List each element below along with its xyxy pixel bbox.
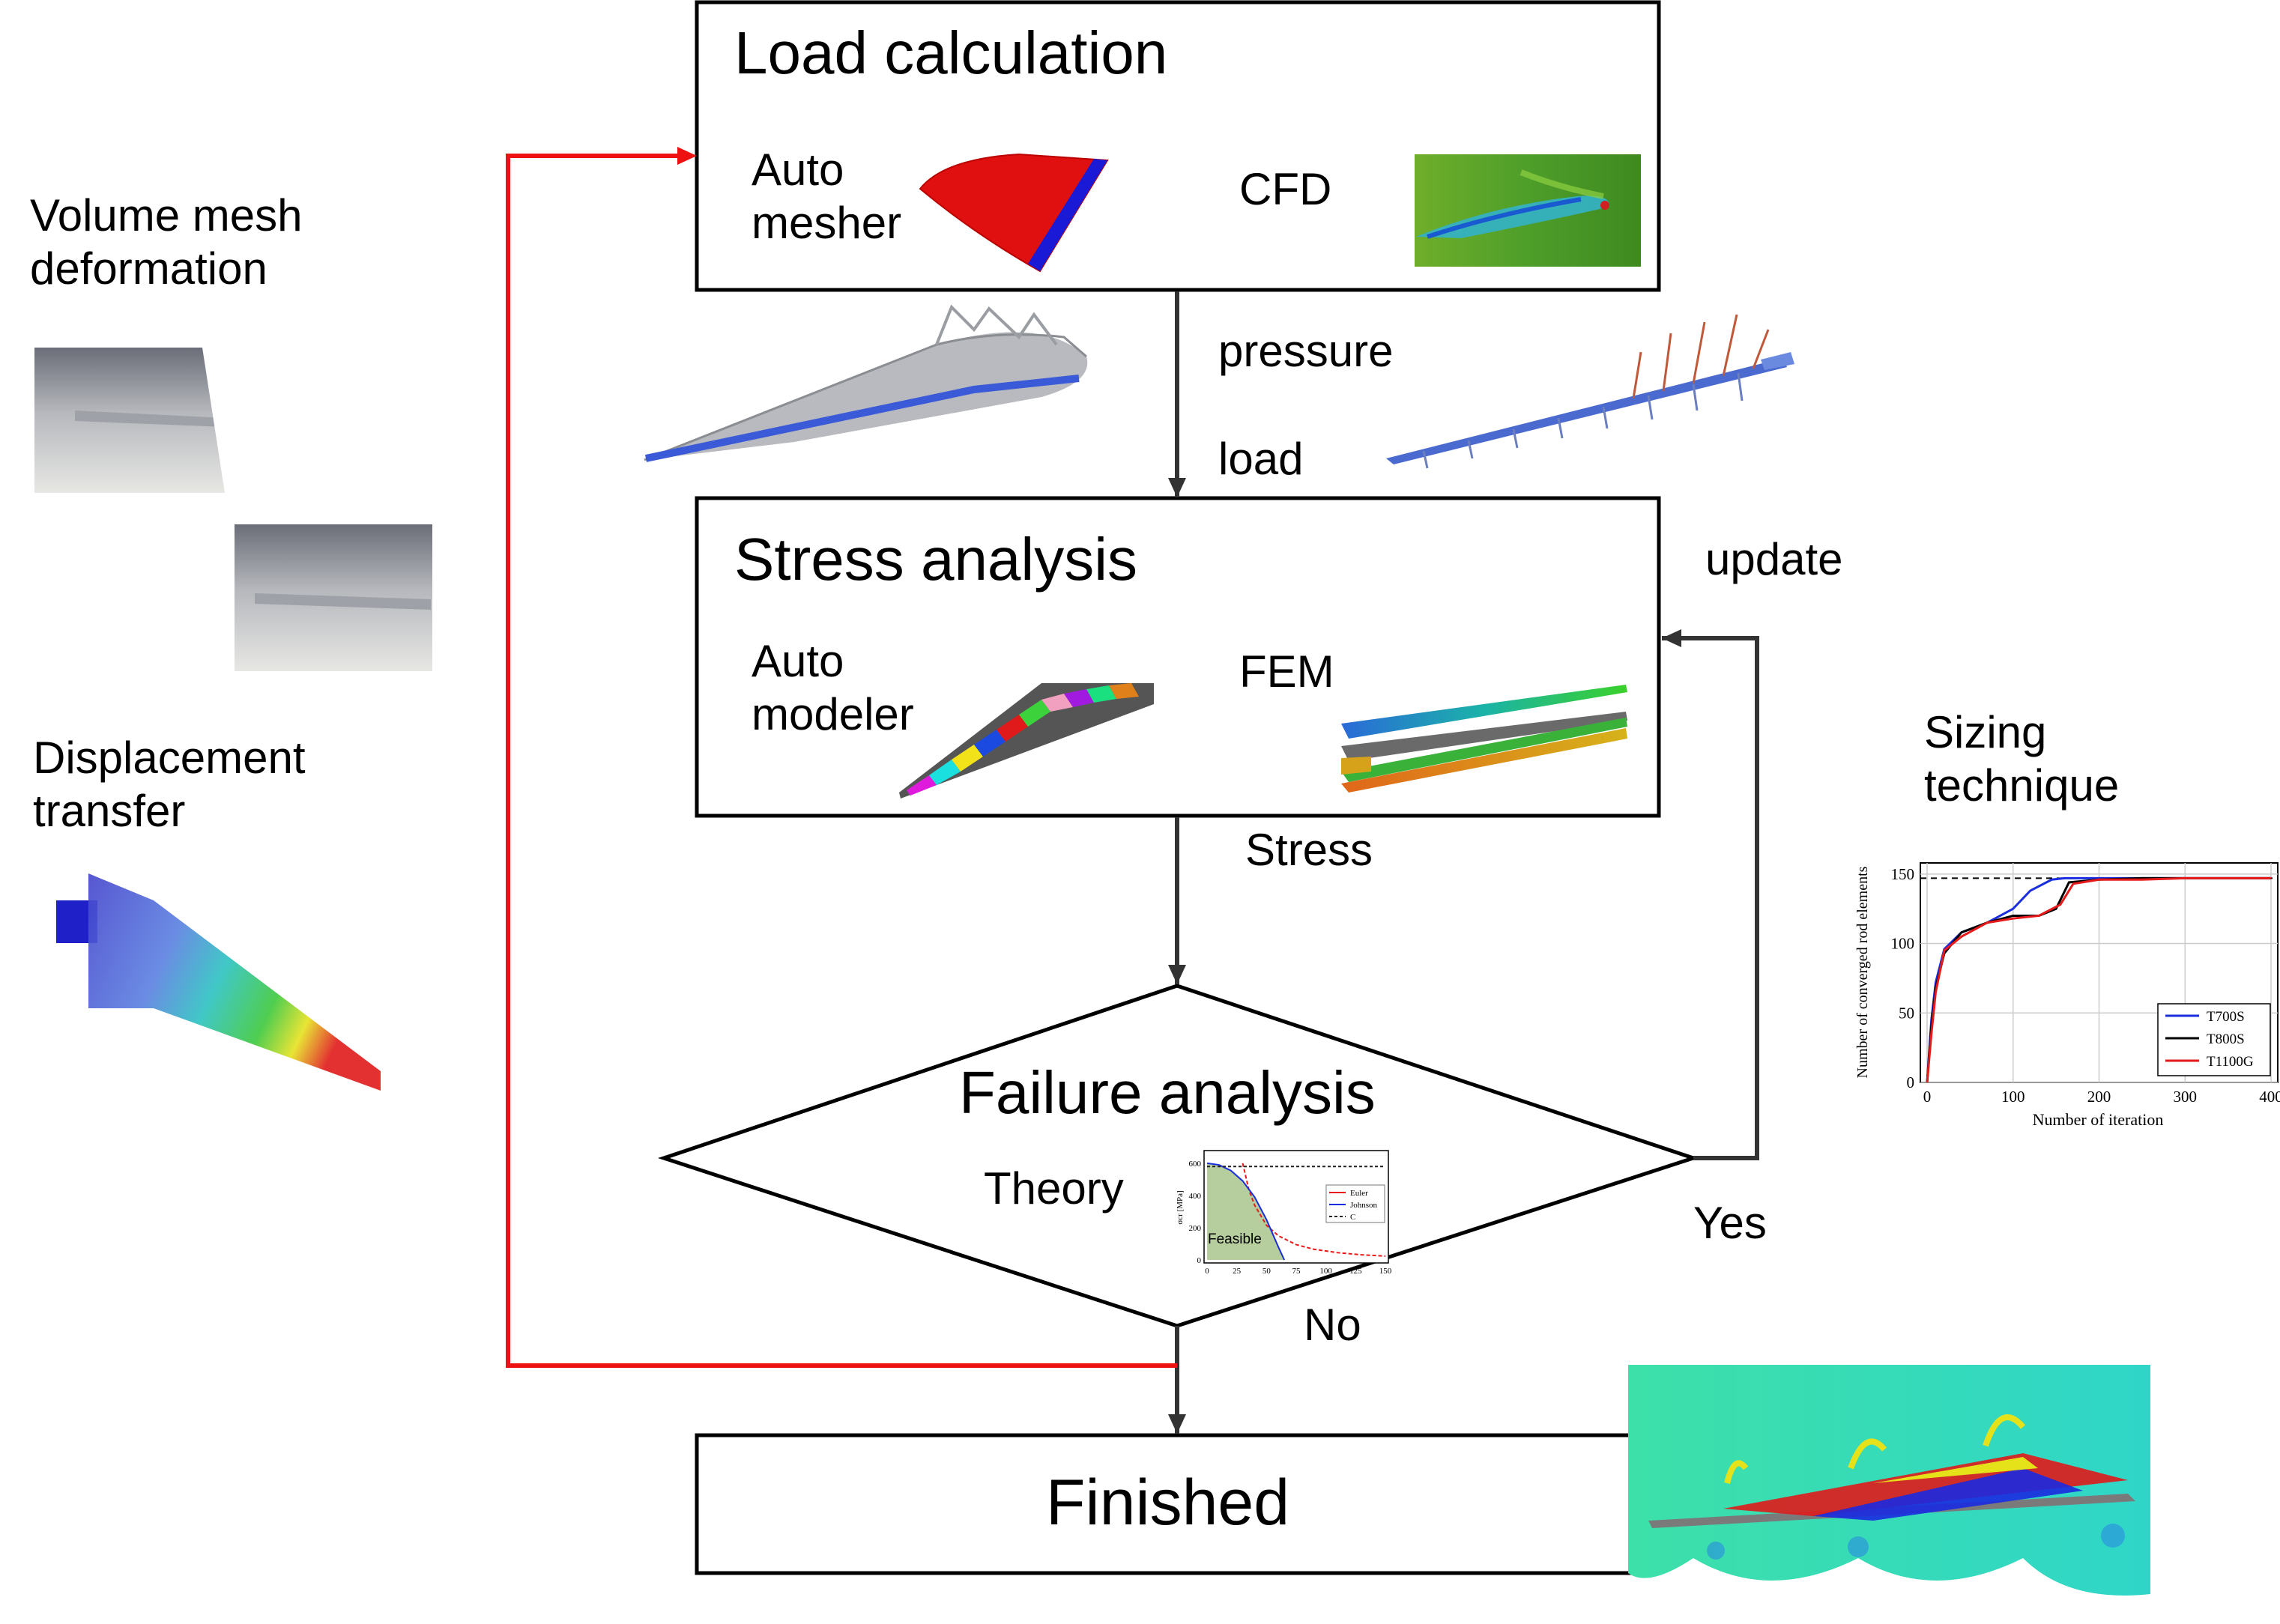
load-calculation-box xyxy=(695,0,1661,292)
theory-legend-euler: Euler xyxy=(1350,1189,1368,1198)
sizing-y-axis-label: Number of converged rod elements xyxy=(1854,866,1871,1078)
finished-title: Finished xyxy=(1046,1467,1290,1539)
theory-feasible-label: Feasible xyxy=(1208,1231,1262,1247)
fem-result-image xyxy=(1341,685,1627,793)
sizing-x-tick-label: 200 xyxy=(2087,1088,2111,1106)
sizing-x-tick-label: 400 xyxy=(2259,1088,2280,1106)
sizing-y-tick-label: 0 xyxy=(1907,1073,1915,1091)
theory-x-tick-label: 100 xyxy=(1319,1267,1332,1276)
sizing-series-lines xyxy=(1920,876,2278,1083)
no-edge-label: No xyxy=(1304,1300,1361,1350)
stress-analysis-box xyxy=(695,496,1661,818)
sizing-legend-t700s: T700S xyxy=(2207,1009,2245,1025)
theory-y-tick-label: 600 xyxy=(1189,1160,1202,1169)
theory-legend-johnson: Johnson xyxy=(1350,1201,1378,1210)
sizing-y-tick-label: 150 xyxy=(1891,865,1915,883)
theory-series-euler xyxy=(1242,1163,1386,1257)
cfd-result-image xyxy=(1415,154,1641,267)
finished-flow-field-image xyxy=(1628,1365,2150,1596)
theory-y-axis-label: σcr [MPa] xyxy=(1176,1190,1185,1224)
update-edge-label: update xyxy=(1705,534,1843,584)
auto-modeler-label: Auto modeler xyxy=(752,636,914,739)
sizing-x-axis-label: Number of iteration xyxy=(2033,1110,2164,1129)
load-vectors-image xyxy=(1386,314,1794,469)
theory-series-johnson xyxy=(1206,1162,1286,1261)
arrow-heads xyxy=(1168,478,1681,1434)
load-edge-label: load xyxy=(1218,434,1304,484)
theory-label: Theory xyxy=(984,1163,1124,1214)
sizing-legend: T700S T800S T1100G xyxy=(2157,1003,2271,1076)
sizing-legend-t800s: T800S xyxy=(2207,1031,2245,1047)
fem-label: FEM xyxy=(1239,646,1334,697)
theory-chart: 0 25 50 75 100 125 150 0 200 400 600 Feasible σcr … xyxy=(1176,1150,1392,1276)
theory-tick-labels: 0 25 50 75 100 125 150 0 200 400 600 xyxy=(1189,1160,1392,1276)
displacement-transfer-image xyxy=(56,873,381,1091)
theory-y-tick-label: 200 xyxy=(1189,1224,1202,1233)
theory-x-tick-label: 50 xyxy=(1263,1267,1271,1276)
theory-series-lines xyxy=(1206,1162,1386,1261)
theory-x-tick-label: 75 xyxy=(1292,1267,1301,1276)
sizing-x-tick-label: 0 xyxy=(1923,1088,1932,1106)
load-calculation-title: Load calculation xyxy=(734,19,1168,86)
yes-edge-label: Yes xyxy=(1693,1198,1767,1248)
sizing-x-tick-label: 100 xyxy=(2001,1088,2025,1106)
sizing-y-tick-label: 50 xyxy=(1899,1004,1914,1022)
sizing-legend-t1100g: T1100G xyxy=(2207,1054,2254,1070)
theory-legend-c: C xyxy=(1350,1213,1355,1222)
theory-x-tick-label: 125 xyxy=(1349,1267,1362,1276)
theory-y-tick-label: 0 xyxy=(1197,1256,1202,1265)
sizing-tick-labels: 0 100 200 300 400 0 50 100 150 xyxy=(1891,865,2280,1106)
sizing-series-t1100g xyxy=(1926,876,2271,1083)
stress-analysis-title: Stress analysis xyxy=(734,526,1137,593)
pressure-edge-label: pressure xyxy=(1218,326,1394,376)
sizing-technique-label: Sizing technique xyxy=(1924,707,2120,811)
theory-feasible-region xyxy=(1207,1163,1285,1260)
theory-x-tick-label: 25 xyxy=(1233,1267,1242,1276)
pressure-surface-image xyxy=(644,304,1088,462)
flow-arrows xyxy=(1175,291,1759,1434)
auto-mesher-label: Auto mesher xyxy=(752,145,902,248)
volume-mesh-label: Volume mesh deformation xyxy=(30,190,303,294)
sizing-y-tick-label: 100 xyxy=(1891,935,1915,953)
sizing-grid xyxy=(1920,863,2278,1083)
displacement-transfer-label: Displacement transfer xyxy=(33,733,306,836)
theory-y-tick-label: 400 xyxy=(1189,1192,1202,1201)
cfd-label: CFD xyxy=(1239,164,1332,214)
redesign-loop-arrow xyxy=(506,147,1177,1368)
arrow-update-loop xyxy=(1662,636,1759,1160)
sizing-x-tick-label: 300 xyxy=(2174,1088,2198,1106)
theory-x-tick-label: 150 xyxy=(1379,1267,1392,1276)
failure-analysis-diamond xyxy=(658,984,1699,1328)
failure-analysis-title: Failure analysis xyxy=(959,1059,1376,1126)
volume-mesh-image-2 xyxy=(235,524,432,671)
volume-mesh-image-1 xyxy=(34,348,233,493)
auto-mesher-wing-image xyxy=(919,153,1109,273)
auto-modeler-wing-image xyxy=(899,683,1154,799)
theory-x-tick-label: 0 xyxy=(1205,1267,1209,1276)
stress-edge-label: Stress xyxy=(1245,825,1373,875)
theory-legend: Euler Johnson C xyxy=(1325,1184,1385,1223)
sizing-chart: 0 100 200 300 400 0 50 100 150 Number of iterati… xyxy=(1854,862,2280,1129)
